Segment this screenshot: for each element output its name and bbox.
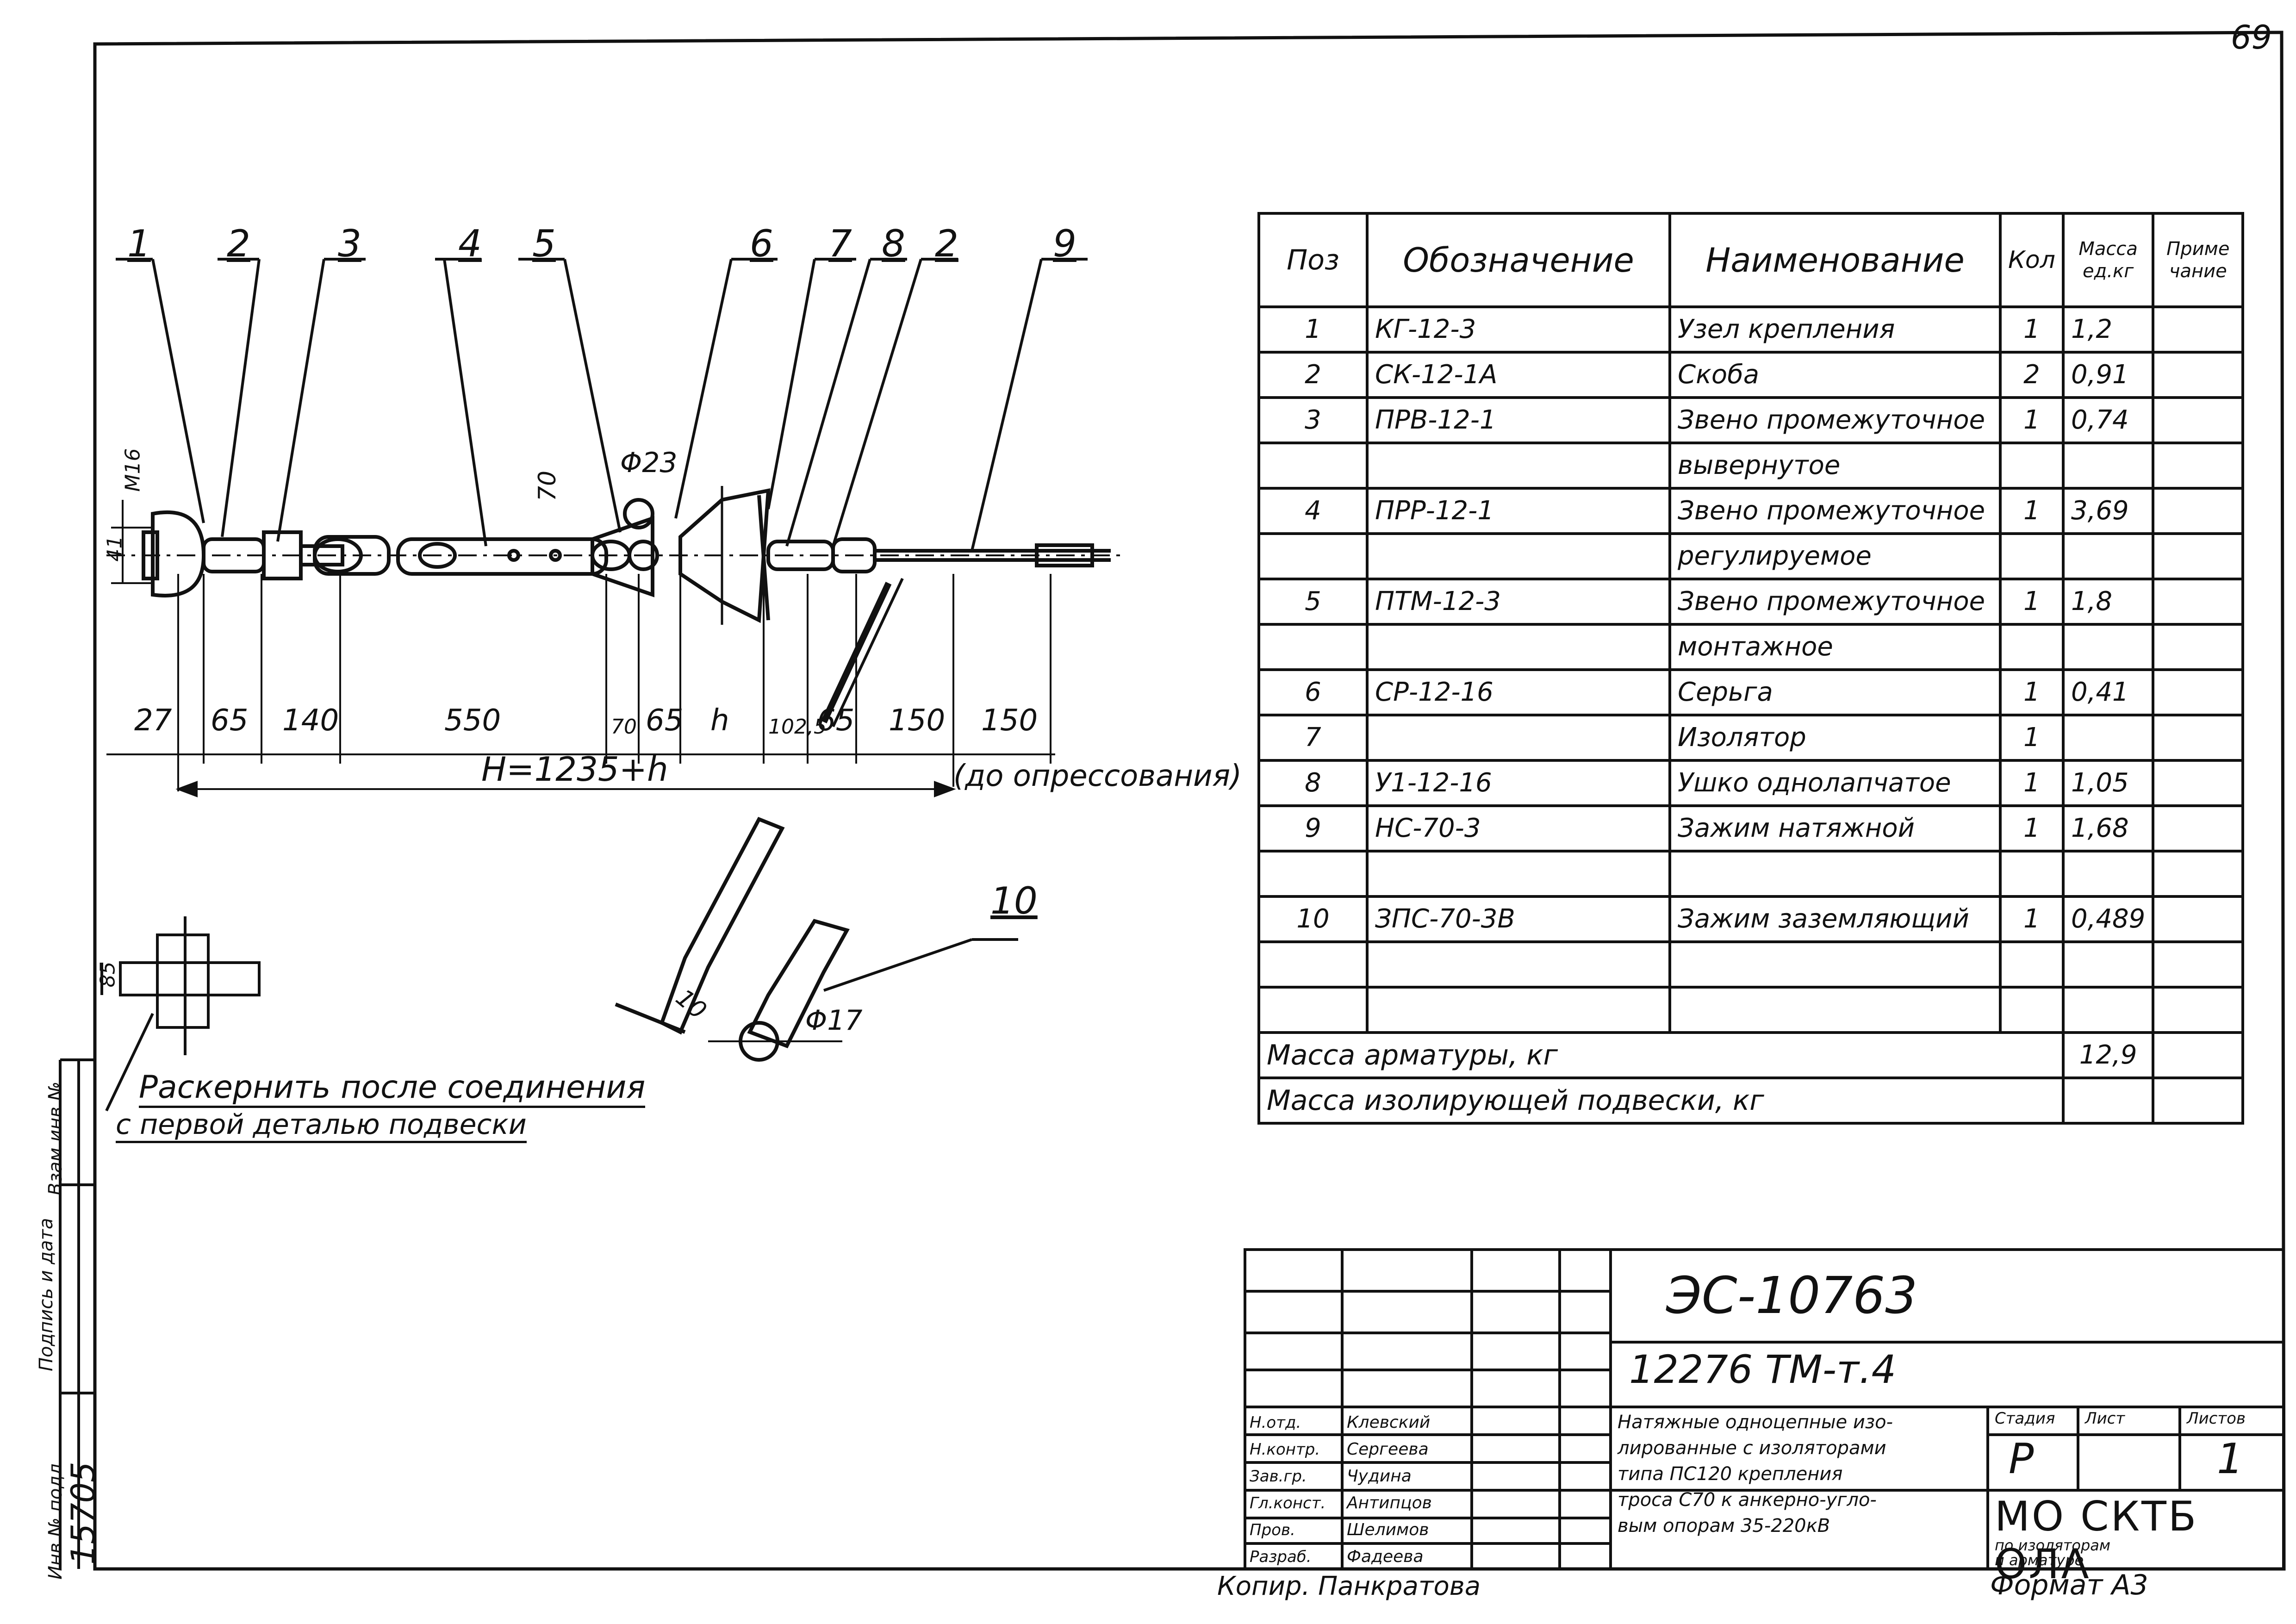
table-row: [1257, 986, 2245, 1034]
dim-phi17: Φ17: [805, 1004, 863, 1037]
callout-7: 7: [828, 222, 852, 265]
total-armature-value: 12,9: [2061, 1031, 2155, 1079]
dim-41: 41: [103, 535, 127, 562]
callout-3: 3: [338, 222, 361, 265]
drawing-title: Натяжные одноцепные изо- лированные с из…: [1618, 1412, 1893, 1537]
dim-h: h: [710, 703, 729, 738]
side-replaced-inv: Взам.инв.№: [45, 1081, 66, 1195]
org-line-3: и арматуре: [1995, 1551, 2084, 1569]
callout-2b: 2: [935, 222, 958, 265]
drawing-code: ЭС-10763: [1666, 1266, 1918, 1325]
dim-total-length: H=1235+h: [481, 750, 668, 789]
detail-punch: [100, 916, 261, 1112]
note-line-2: с первой деталью подвески: [116, 1108, 527, 1143]
total-insulating-value: [2061, 1076, 2155, 1125]
drawing-subcode: 12276 ТМ-т.4: [1629, 1347, 1897, 1392]
sheets-value: 1: [2217, 1435, 2244, 1483]
table-row: регулируемое: [1257, 532, 2245, 580]
page-number: 69: [2231, 19, 2272, 56]
header-designation: Обозначение: [1366, 212, 1671, 308]
org-line-2: по изоляторам: [1995, 1537, 2111, 1554]
dim-phi23: Φ23: [620, 447, 678, 479]
dim-102-5: 102,5: [768, 715, 827, 739]
dim-550: 550: [444, 703, 501, 738]
org-name: МО СКТБ ОЛА: [1995, 1493, 2198, 1588]
assembly-drawing: [106, 486, 1120, 728]
dim-65c: 65: [817, 703, 855, 738]
side-inv-original: Инв.№ подл.: [45, 1457, 66, 1580]
callout-1: 1: [127, 222, 151, 265]
dim-70: 70: [611, 715, 637, 739]
dim-65b: 65: [646, 703, 684, 738]
footer-copied: Копир. Панкратова: [1217, 1571, 1481, 1601]
dim-65: 65: [211, 703, 249, 738]
dim-150b: 150: [981, 703, 1038, 738]
callout-10: 10: [990, 879, 1038, 922]
dim-85: 85: [96, 961, 120, 988]
table-row: [1257, 850, 2245, 898]
dim-140: 140: [282, 703, 339, 738]
callout-6: 6: [750, 222, 773, 265]
total-armature-row: Масса арматуры, кг 12,9: [1257, 1031, 2245, 1079]
callout-8: 8: [882, 222, 905, 265]
stage-label: Стадия: [1995, 1409, 2055, 1428]
dim-150a: 150: [889, 703, 946, 738]
footer-format: Формат А3: [1990, 1569, 2148, 1601]
side-inv-value: 15705: [64, 1462, 102, 1565]
stage-value: Р: [2009, 1435, 2034, 1483]
callout-2: 2: [227, 222, 250, 265]
sheet-label: Лист: [2085, 1409, 2125, 1428]
dim-27: 27: [134, 703, 172, 738]
callout-4: 4: [458, 222, 482, 265]
header-qty: Кол: [1999, 212, 2065, 308]
dim-total-note: (до опрессования): [953, 759, 1242, 793]
table-row: вывернутое: [1257, 442, 2245, 490]
roles-column: Н.отд. Н.контр. Зав.гр. Гл.конст. Пров. …: [1250, 1413, 1326, 1566]
dim-m16: M16: [121, 448, 145, 492]
callout-9: 9: [1053, 222, 1076, 265]
total-insulating-row: Масса изолирующей подвески, кг: [1257, 1076, 2245, 1125]
header-pos: Поз: [1257, 212, 1369, 308]
side-sign-date: Подпись и дата: [36, 1218, 57, 1371]
names-column: Клевский Сергеева Чудина Антипцов Шелимо…: [1347, 1413, 1432, 1566]
table-row: монтажное: [1257, 623, 2245, 671]
sheets-label: Листов: [2187, 1409, 2246, 1428]
callout-5: 5: [532, 222, 556, 265]
header-name: Наименование: [1668, 212, 2002, 308]
detail-clamp: [615, 816, 850, 1062]
total-insulating-label: Масса изолирующей подвески, кг: [1257, 1076, 2065, 1125]
total-armature-label: Масса арматуры, кг: [1257, 1031, 2065, 1079]
dim-70-vertical: 70: [534, 470, 562, 502]
table-row: [1257, 940, 2245, 989]
note-line-1: Раскернить после соединения: [139, 1069, 646, 1108]
